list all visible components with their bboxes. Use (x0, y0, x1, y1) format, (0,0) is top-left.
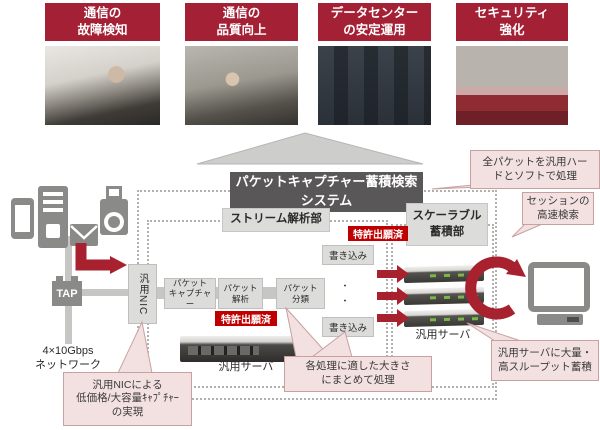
callout-high-throughput: 汎用サーバに大量・ 高スループット蓄積 (491, 340, 599, 381)
tap-box: TAP (52, 281, 82, 306)
benefit-header-security: セキュリティ 強化 (456, 3, 568, 41)
tap-to-nic-line (82, 289, 128, 296)
rack-server-icon (404, 264, 484, 284)
monitor-icon (537, 314, 583, 325)
nic-box: 汎用NIC (128, 264, 157, 324)
rack-server-icon (404, 286, 484, 306)
bandwidth-label: 4×10Gbps ネットワーク (35, 345, 101, 371)
monitor-icon (528, 262, 590, 312)
benefit-header-failure-detection: 通信の 故障検知 (45, 3, 160, 41)
scalable-storage-label: スケーラブル 蓄積部 (406, 203, 488, 246)
connector (213, 287, 219, 299)
desktop-tower-icon (38, 186, 68, 248)
camera-icon (100, 186, 128, 235)
packet-capture-box: パケット キャプチャー (164, 278, 216, 309)
patent-badge-stream: 特許出願済 (215, 311, 277, 326)
mail-envelope-icon (70, 224, 98, 246)
callout-all-packets: 全パケットを汎用ハー ドとソフトで処理 (470, 150, 600, 189)
benefit-photo-datacenter-engineer (318, 46, 431, 125)
patent-badge-scalable: 特許出願済 (348, 226, 408, 241)
rack-server-icon (404, 308, 484, 328)
red-flow-arrow-icon (75, 243, 127, 274)
write-box-bottom: 書き込み (322, 317, 374, 337)
callout-nic-capture: 汎用NICによる 低価格/大容量ｷｬﾌﾟﾁｬｰ の実現 (63, 372, 192, 426)
write-box-top: 書き込み (322, 245, 374, 265)
system-title: パケットキャプチャー蓄積検索 システム (230, 172, 423, 212)
up-arrow-shape (196, 132, 424, 165)
benefit-photo-office-worker (45, 46, 160, 125)
benefit-photo-business-team (185, 46, 298, 125)
benefit-header-quality: 通信の 品質向上 (185, 3, 298, 41)
stream-analysis-label: ストリーム解析部 (222, 208, 330, 232)
connector (260, 287, 277, 299)
packet-classification-box: パケット 分類 (276, 278, 325, 309)
smartphone-icon (11, 198, 34, 239)
callout-batch-processing: 各処理に適した大きさ にまとめて処理 (284, 356, 432, 392)
server-label-scalable: 汎用サーバ (415, 329, 471, 342)
benefit-header-datacenter: データセンター の安定運用 (318, 3, 431, 41)
connector (155, 287, 165, 299)
ellipsis-dots: ・ ・ (340, 281, 350, 306)
benefit-photo-reception-desk (456, 46, 568, 125)
network-tap-icon (71, 276, 78, 282)
server-label-stream: 汎用サーバ (218, 361, 274, 374)
packet-analysis-box: パケット 解析 (218, 278, 263, 309)
callout-session-search: セッションの 高速検索 (522, 192, 594, 225)
network-tap-icon (56, 276, 63, 282)
